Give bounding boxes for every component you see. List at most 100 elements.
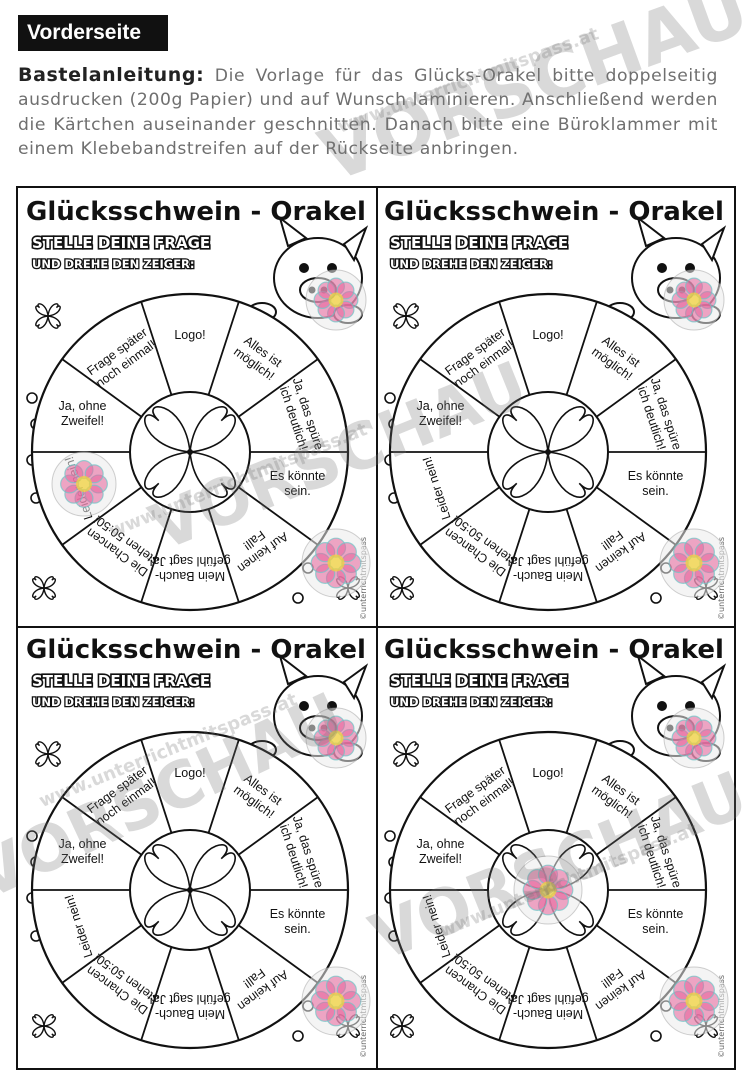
card-title: Glücksschwein - Orakel xyxy=(26,635,366,665)
wheel-segment-label: Logo! xyxy=(174,328,205,342)
wheel-divider xyxy=(238,486,319,546)
card-subtitle-2: UND DREHE DEN ZEIGER: xyxy=(32,695,195,709)
oracle-wheel: Logo!Alles istmöglich!Ja, das spüreich d… xyxy=(30,292,350,612)
logo-petal xyxy=(336,281,355,300)
segment-line: Zweifel! xyxy=(419,852,462,866)
cut-line-horizontal xyxy=(18,626,734,628)
wheel-segment-label: Logo! xyxy=(532,328,563,342)
logo-center xyxy=(685,992,703,1010)
card-title: Glücksschwein - Orakel xyxy=(384,635,724,665)
segment-line: Es könnte xyxy=(628,907,684,921)
logo-petal xyxy=(694,542,715,563)
wheel-divider xyxy=(61,486,142,546)
segment-line: Mein Bauch- xyxy=(155,569,225,583)
segment-line: sein. xyxy=(284,484,310,498)
wheel-segment-label: Mein Bauch-gefühl sagt Ja! xyxy=(507,554,588,583)
side-label: Vorderseite xyxy=(18,15,168,51)
segment-line: Logo! xyxy=(174,328,205,342)
wheel-segment-label: Logo! xyxy=(532,766,563,780)
segment-line: Mein Bauch- xyxy=(155,1007,225,1021)
pig-ear-left xyxy=(636,653,666,686)
wheel-divider xyxy=(61,924,142,984)
wheel-segment-label: Mein Bauch-gefühl sagt Ja! xyxy=(507,992,588,1021)
logo-center xyxy=(328,730,344,746)
pig-ear-right xyxy=(342,663,369,701)
wheel-divider xyxy=(419,358,500,418)
segment-line: sein. xyxy=(642,484,668,498)
wheel-divider xyxy=(565,946,598,1041)
card-title: Glücksschwein - Orakel xyxy=(26,197,366,227)
pig-ear-left xyxy=(636,215,666,248)
segment-line: gefühl sagt Ja! xyxy=(149,992,230,1006)
card-subtitle-1: STELLE DEINE FRAGE xyxy=(390,672,568,690)
card-subtitle-2: UND DREHE DEN ZEIGER: xyxy=(390,695,553,709)
card-subtitle-2: UND DREHE DEN ZEIGER: xyxy=(390,257,553,271)
wheel-divider xyxy=(498,946,531,1041)
wheel-divider xyxy=(140,508,173,603)
pig-ear-left xyxy=(278,215,308,248)
logo-stamp xyxy=(663,269,725,331)
pig-eye xyxy=(299,701,309,711)
card-subtitle-1: STELLE DEINE FRAGE xyxy=(390,234,568,252)
dot xyxy=(384,392,396,404)
wheel-divider xyxy=(596,924,677,984)
pig-eye xyxy=(299,263,309,273)
pig-ear-right xyxy=(700,225,727,263)
pig-eye xyxy=(657,263,667,273)
clover-icon xyxy=(32,1014,56,1038)
logo-stamp xyxy=(51,451,117,517)
pig-ear-left xyxy=(278,653,308,686)
card-title: Glücksschwein - Orakel xyxy=(384,197,724,227)
wheel-divider xyxy=(207,508,240,603)
wheel-divider xyxy=(498,301,531,396)
pig-ear-right xyxy=(342,225,369,263)
segment-line: Es könnte xyxy=(628,469,684,483)
card-subtitle-1: STELLE DEINE FRAGE xyxy=(32,672,210,690)
segment-line: Logo! xyxy=(532,766,563,780)
wheel-divider xyxy=(238,796,319,856)
segment-line: Ja, ohne xyxy=(417,837,465,851)
wheel-divider xyxy=(498,739,531,834)
clover-icon xyxy=(35,303,61,329)
logo-petal xyxy=(336,719,355,738)
dot xyxy=(26,830,38,842)
segment-line: Logo! xyxy=(174,766,205,780)
logo-center xyxy=(328,292,344,308)
wheel-divider xyxy=(565,739,598,834)
logo-stamp xyxy=(659,528,729,598)
clover-icon xyxy=(35,741,61,767)
dot xyxy=(292,592,304,604)
wheel-divider xyxy=(419,486,500,546)
clover-icon xyxy=(32,576,56,600)
logo-stamp xyxy=(663,707,725,769)
segment-line: Zweifel! xyxy=(419,414,462,428)
dot xyxy=(650,1030,662,1042)
segment-line: Es könnte xyxy=(270,907,326,921)
pig-eye xyxy=(657,701,667,711)
wheel-divider xyxy=(207,946,240,1041)
logo-stamp xyxy=(301,528,371,598)
segment-line: Mein Bauch- xyxy=(513,569,583,583)
logo-petal xyxy=(336,980,357,1001)
wheel-pivot xyxy=(187,449,193,455)
wheel-divider xyxy=(140,739,173,834)
logo-center xyxy=(685,554,703,572)
instructions-label: Bastelanleitung: xyxy=(18,64,205,86)
logo-petal xyxy=(548,869,569,890)
dot xyxy=(292,1030,304,1042)
wheel-pivot xyxy=(545,449,551,455)
wheel-divider xyxy=(207,301,240,396)
wheel-divider xyxy=(238,358,319,418)
wheel-divider xyxy=(419,796,500,856)
instructions: Bastelanleitung: Die Vorlage für das Glü… xyxy=(18,63,718,161)
